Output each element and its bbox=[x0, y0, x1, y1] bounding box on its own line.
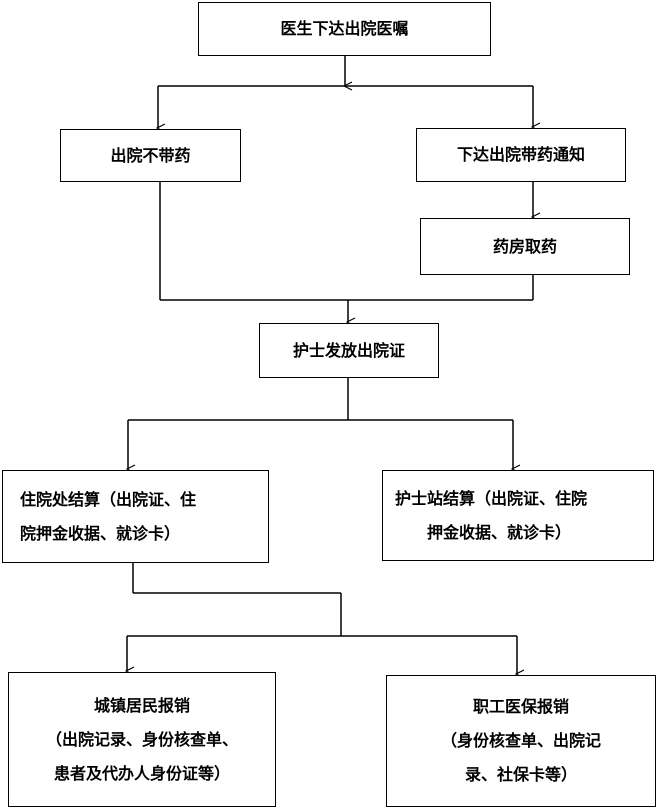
text-hospital-settle-line1: 住院处结算（出院证、住 bbox=[20, 489, 197, 509]
text-pharmacy: 药房取药 bbox=[492, 236, 557, 256]
box-urban-reimburse: 城镇居民报销 （出院记录、身份核查单、 患者及代办人身份证等） bbox=[8, 672, 276, 807]
text-urban-reimburse-title: 城镇居民报销 bbox=[93, 695, 190, 715]
text-no-medicine: 出院不带药 bbox=[110, 145, 191, 165]
box-nurse-cert: 护士发放出院证 bbox=[259, 323, 439, 378]
text-medicine-notice: 下达出院带药通知 bbox=[456, 145, 585, 164]
box-no-medicine: 出院不带药 bbox=[60, 129, 241, 182]
box-doctor-order: 医生下达出院医嘱 bbox=[198, 2, 491, 56]
box-nurse-settle: 护士站结算（出院证、住院 押金收据、就诊卡） bbox=[382, 470, 654, 561]
text-urban-reimburse-line3: 患者及代办人身份证等） bbox=[53, 763, 230, 783]
box-medicine-notice: 下达出院带药通知 bbox=[416, 128, 626, 182]
text-nurse-settle-line2: 押金收据、就诊卡） bbox=[427, 522, 572, 542]
text-employee-reimburse-line3: 录、社保卡等） bbox=[464, 765, 577, 784]
text-nurse-settle-line1: 护士站结算（出院证、住院 bbox=[395, 488, 588, 508]
text-nurse-cert: 护士发放出院证 bbox=[292, 340, 405, 360]
text-employee-reimburse-title: 职工医保报销 bbox=[472, 697, 569, 716]
box-employee-reimburse: 职工医保报销 （身份核查单、出院记 录、社保卡等） bbox=[386, 675, 656, 807]
box-pharmacy: 药房取药 bbox=[420, 218, 630, 275]
text-doctor-order: 医生下达出院医嘱 bbox=[280, 19, 409, 38]
text-urban-reimburse-line2: （出院记录、身份核查单、 bbox=[45, 729, 238, 749]
box-hospital-settle: 住院处结算（出院证、住 院押金收据、就诊卡） bbox=[2, 470, 269, 563]
text-employee-reimburse-line2: （身份核查单、出院记 bbox=[440, 731, 601, 750]
text-hospital-settle-line2: 院押金收据、就诊卡） bbox=[20, 523, 181, 543]
